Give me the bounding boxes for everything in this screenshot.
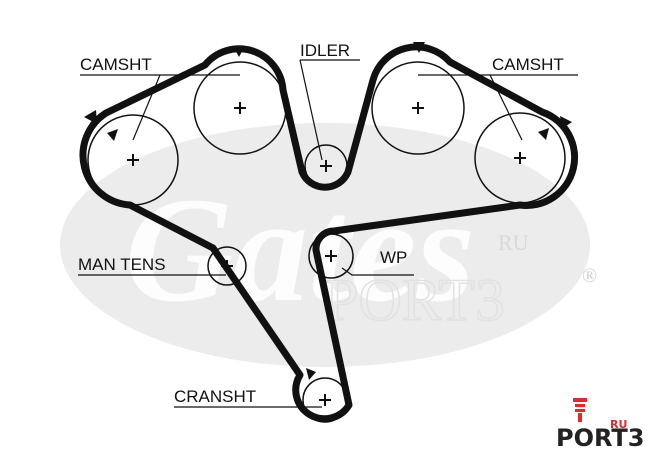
direction-arrow-icon bbox=[84, 42, 572, 380]
watermark-ru: RU bbox=[498, 230, 529, 255]
brand-logo-name: PORT3 bbox=[556, 424, 644, 452]
watermark-logo-text: Gates bbox=[125, 167, 475, 333]
water-pump-pulley bbox=[308, 233, 354, 279]
label-idler: IDLER bbox=[300, 41, 350, 60]
label-wp: WP bbox=[380, 248, 407, 267]
pulley-center-icon bbox=[234, 102, 246, 114]
camshaft-pulley-left bbox=[87, 114, 179, 206]
watermark-port: PORT3 bbox=[325, 267, 505, 333]
label-cransht: CRANSHT bbox=[174, 387, 256, 406]
brand-logo-suffix: RU bbox=[610, 418, 627, 431]
camshaft-pulley-right bbox=[474, 112, 566, 204]
timing-belt bbox=[79, 43, 578, 423]
gates-watermark: Gates ® RU PORT3 bbox=[60, 123, 597, 367]
pulley-center-icon bbox=[514, 152, 526, 164]
crankshaft-pulley bbox=[302, 377, 348, 423]
label-camsht-left: CAMSHT bbox=[80, 55, 152, 74]
pulley-center-icon bbox=[319, 394, 331, 406]
brand-logo: PORT3 RU bbox=[556, 398, 644, 452]
leader-lines bbox=[78, 59, 578, 408]
pulley-center-icon bbox=[320, 160, 332, 172]
label-man-tens: MAN TENS bbox=[78, 255, 166, 274]
pulley-center-icon bbox=[221, 260, 233, 272]
manual-tensioner-pulley bbox=[207, 246, 247, 286]
camshaft-pulley-left-top bbox=[193, 61, 287, 155]
camshaft-pulley-right-top bbox=[371, 61, 465, 155]
label-camsht-right: CAMSHT bbox=[492, 55, 564, 74]
idler-pulley bbox=[304, 144, 348, 188]
watermark-registered-mark: ® bbox=[582, 265, 597, 287]
pulley-center-icon bbox=[325, 250, 337, 262]
pulley-center-icon bbox=[127, 154, 139, 166]
pulley-center-icon bbox=[412, 102, 424, 114]
